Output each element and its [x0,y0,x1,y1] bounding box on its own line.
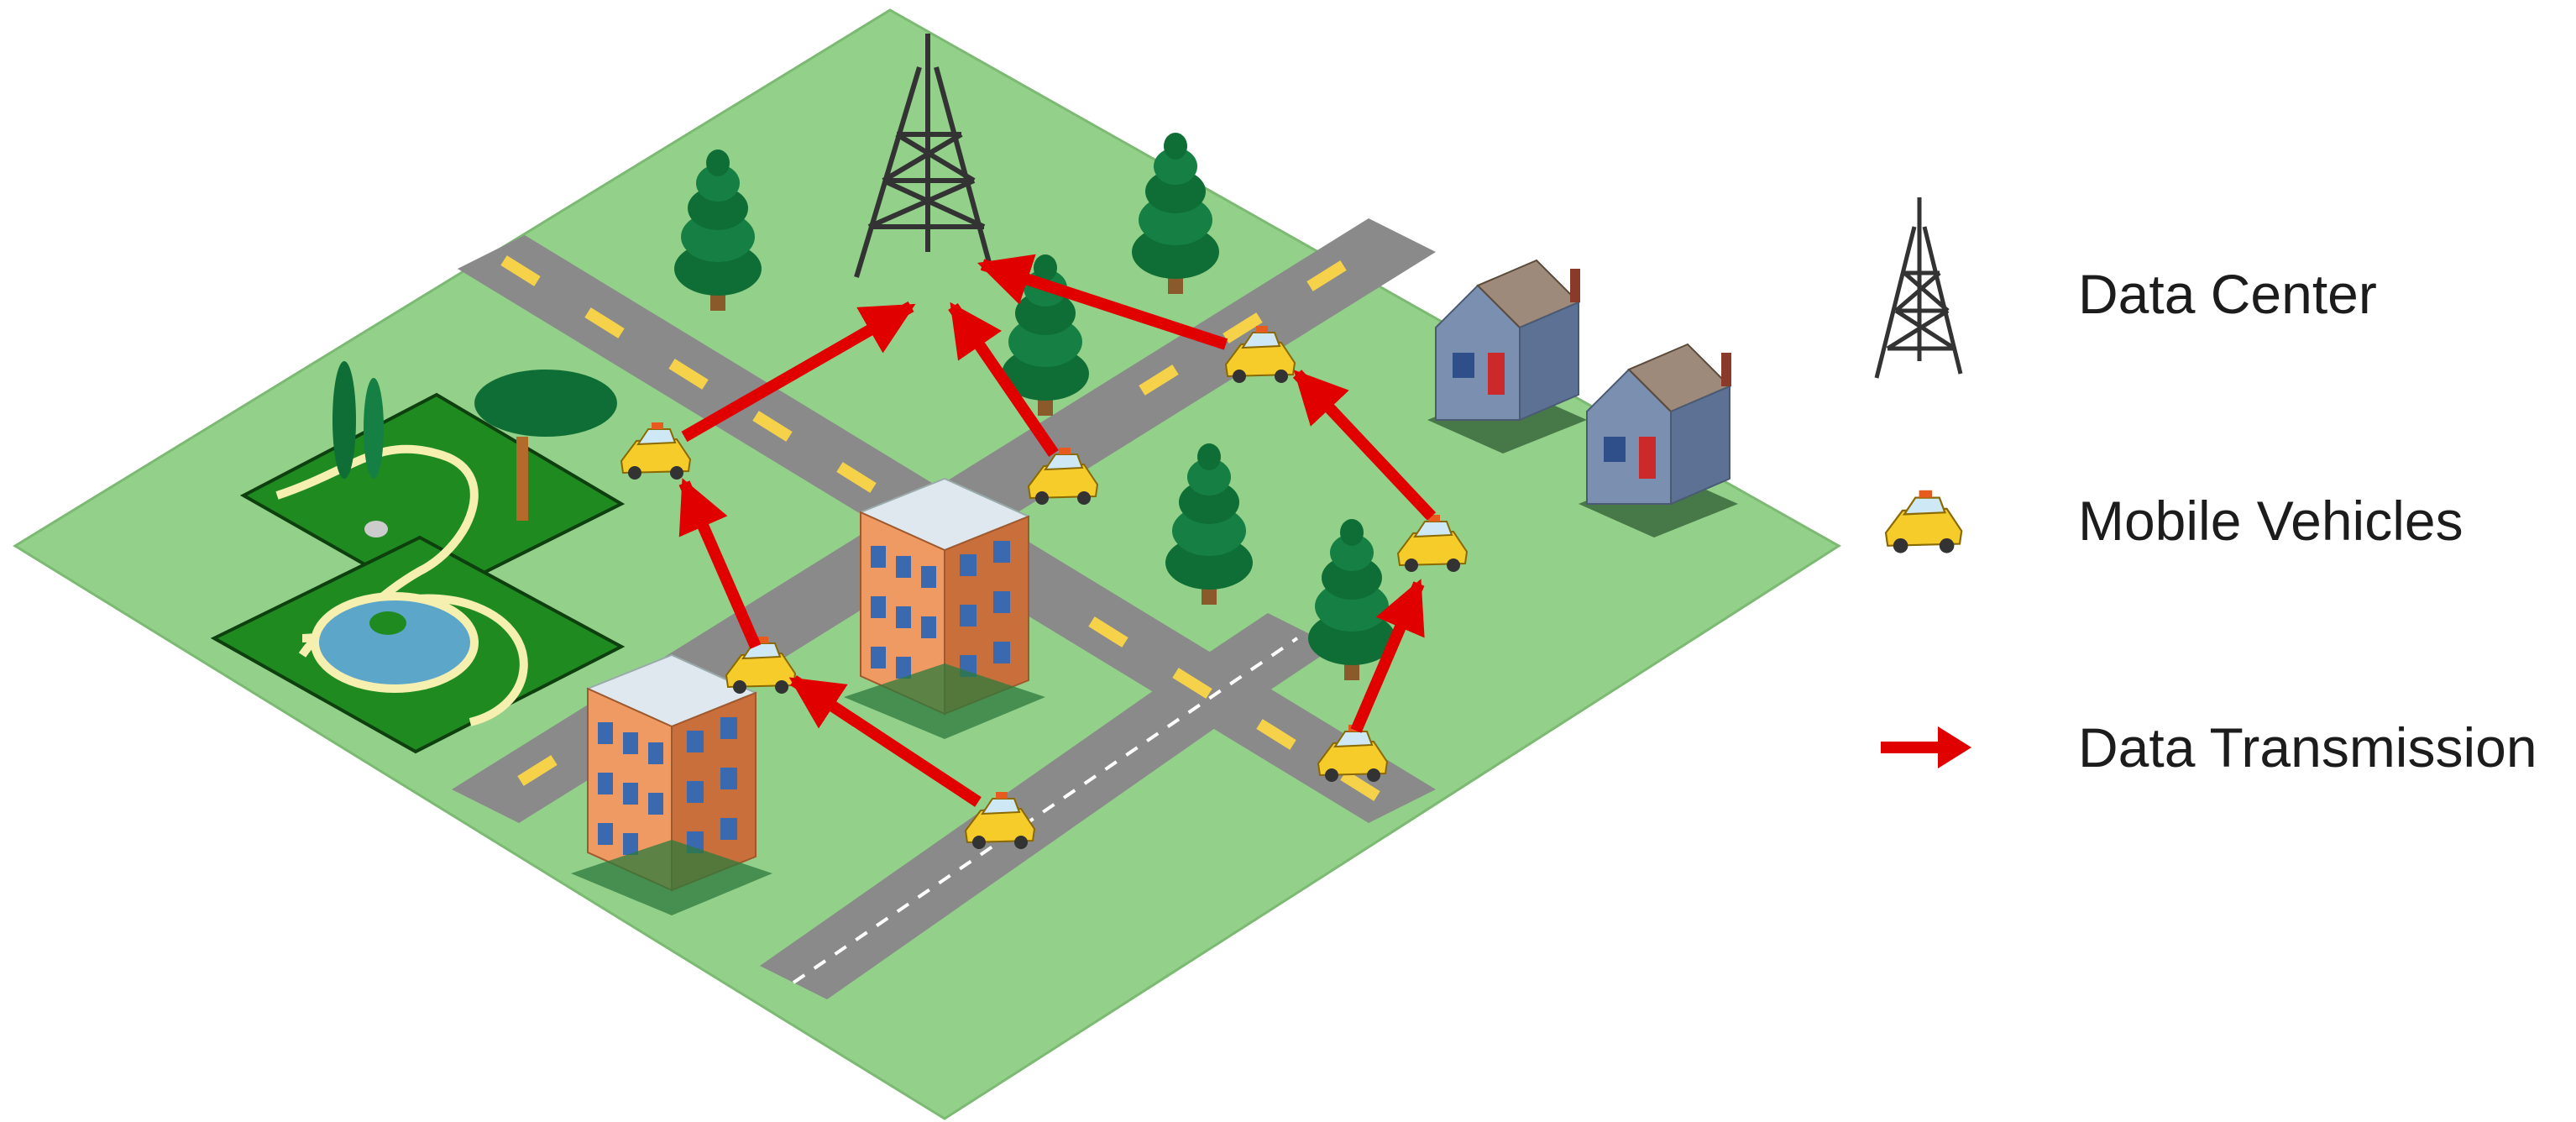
transmission-arrow [788,675,982,807]
legend-label: Mobile Vehicles [2078,490,2463,552]
legend: Data Center Mobile Vehicles Data Transmi… [1872,185,2561,857]
legend-item-mobile-vehicles: Mobile Vehicles [1872,412,2561,630]
legend-label: Data Center [2078,263,2377,325]
transmission-arrow [1292,370,1437,521]
legend-label: Data Transmission [2078,716,2537,779]
tower-icon [1874,197,1963,379]
city-scene [13,8,1841,1120]
transmission-arrow [681,301,916,443]
park [210,361,626,754]
transmission-arrow [948,301,1059,457]
dashed-lane [792,637,1299,984]
transmission-arrow [678,478,762,649]
transmission-arrow [1350,579,1425,733]
transmission-arrow [977,254,1228,350]
legend-item-data-transmission: Data Transmission [1872,638,2561,857]
legend-item-data-center: Data Center [1872,185,2561,403]
pond [311,592,479,693]
red-arrow-icon [1881,726,1971,768]
taxi-icon [1884,490,1963,553]
apartment-building [843,478,1046,740]
house [1578,343,1739,538]
data-transmission-arrows [678,254,1437,807]
apartment-building [570,654,773,916]
tower-icon [854,34,993,278]
house [1427,260,1588,454]
